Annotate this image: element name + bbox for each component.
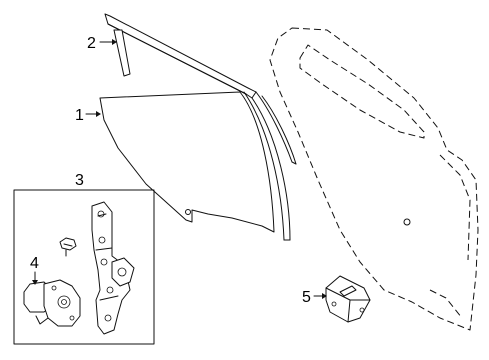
door-shell-outline <box>269 27 479 331</box>
door-glass <box>99 91 275 233</box>
assembly-box <box>13 189 155 345</box>
callout-4: 4 <box>30 255 39 285</box>
callout-label: 1 <box>75 107 84 124</box>
bolt <box>59 237 77 257</box>
callout-label: 2 <box>87 35 96 52</box>
callout-3: 3 <box>75 172 84 189</box>
regulator-motor <box>23 279 81 327</box>
callout-1: 1 <box>75 107 101 124</box>
control-module <box>325 275 371 323</box>
callout-label: 3 <box>75 172 84 189</box>
window-regulator <box>91 201 135 335</box>
callout-5: 5 <box>302 289 327 306</box>
callout-label: 5 <box>302 289 311 306</box>
glass-run-channel <box>104 13 297 241</box>
callout-2: 2 <box>87 35 117 52</box>
callout-label: 4 <box>30 255 39 272</box>
